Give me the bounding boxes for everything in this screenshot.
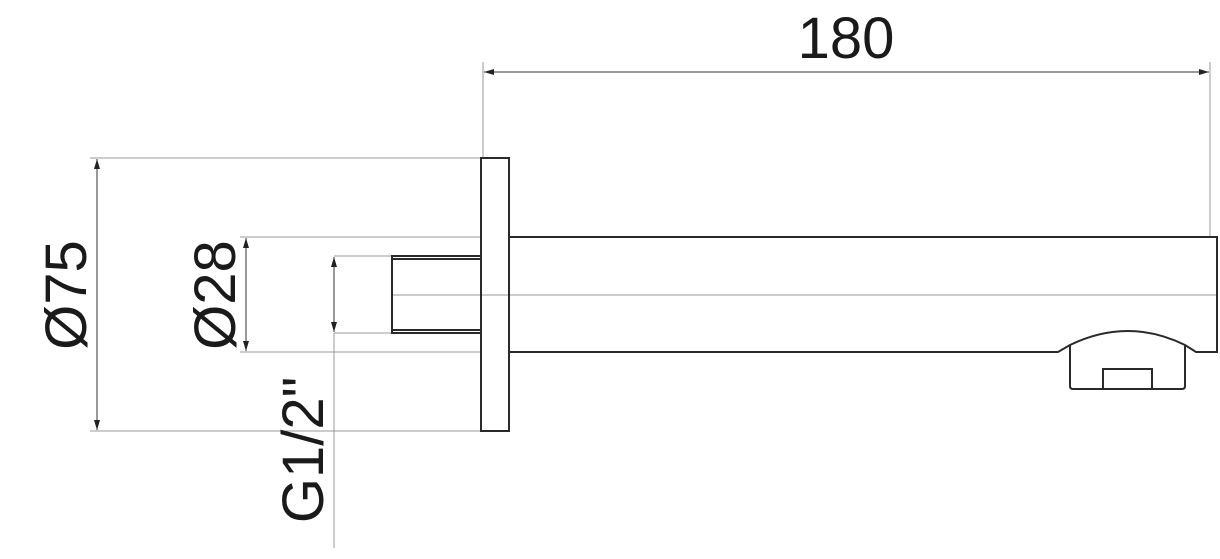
aerator-body: [1069, 345, 1186, 390]
dim-flange-label: Ø75: [34, 240, 99, 350]
dim-thread-label: G1/2": [271, 377, 336, 523]
extension-lines: [90, 62, 1217, 548]
thread-fitting: [391, 255, 482, 334]
dim-pipe-label: Ø28: [183, 240, 248, 350]
spout-pipe: [509, 236, 1218, 353]
part-outline: [391, 157, 1218, 432]
aerator-outlet: [1102, 368, 1153, 390]
dim-length-label: 180: [798, 6, 895, 71]
dimension-lines: [94, 69, 1209, 430]
